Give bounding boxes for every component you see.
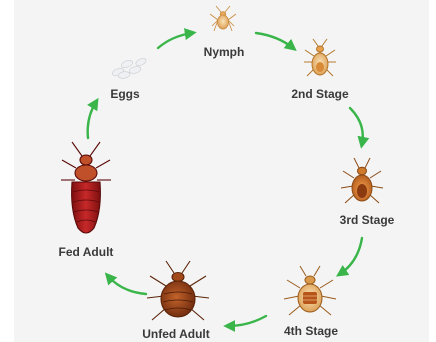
eggs-illustration — [111, 57, 147, 79]
nymph-illustration — [210, 6, 236, 31]
label-fed-adult: Fed Adult — [59, 245, 114, 259]
label-nymph: Nymph — [204, 45, 245, 59]
fourth-stage-illustration — [284, 266, 336, 315]
label-unfed-adult: Unfed Adult — [142, 327, 210, 341]
arrow-eggs-to-nymph — [158, 33, 192, 48]
second-stage-illustration — [304, 39, 336, 76]
unfed-adult-illustration — [147, 261, 209, 320]
arrow-unfed-to-fed — [108, 276, 146, 294]
arrow-nymph-to-2nd — [256, 33, 293, 48]
arrow-2nd-to-3rd — [350, 108, 363, 144]
arrow-4th-to-unfed — [228, 316, 266, 326]
cycle-arrows — [88, 33, 363, 326]
label-second-stage: 2nd Stage — [291, 87, 349, 101]
third-stage-illustration — [341, 158, 383, 203]
arrow-fed-to-eggs — [88, 102, 96, 138]
fed-adult-illustration — [61, 142, 111, 233]
arrow-3rd-to-4th — [340, 238, 362, 274]
label-fourth-stage: 4th Stage — [284, 324, 338, 338]
label-third-stage: 3rd Stage — [340, 213, 395, 227]
label-eggs: Eggs — [110, 87, 140, 101]
